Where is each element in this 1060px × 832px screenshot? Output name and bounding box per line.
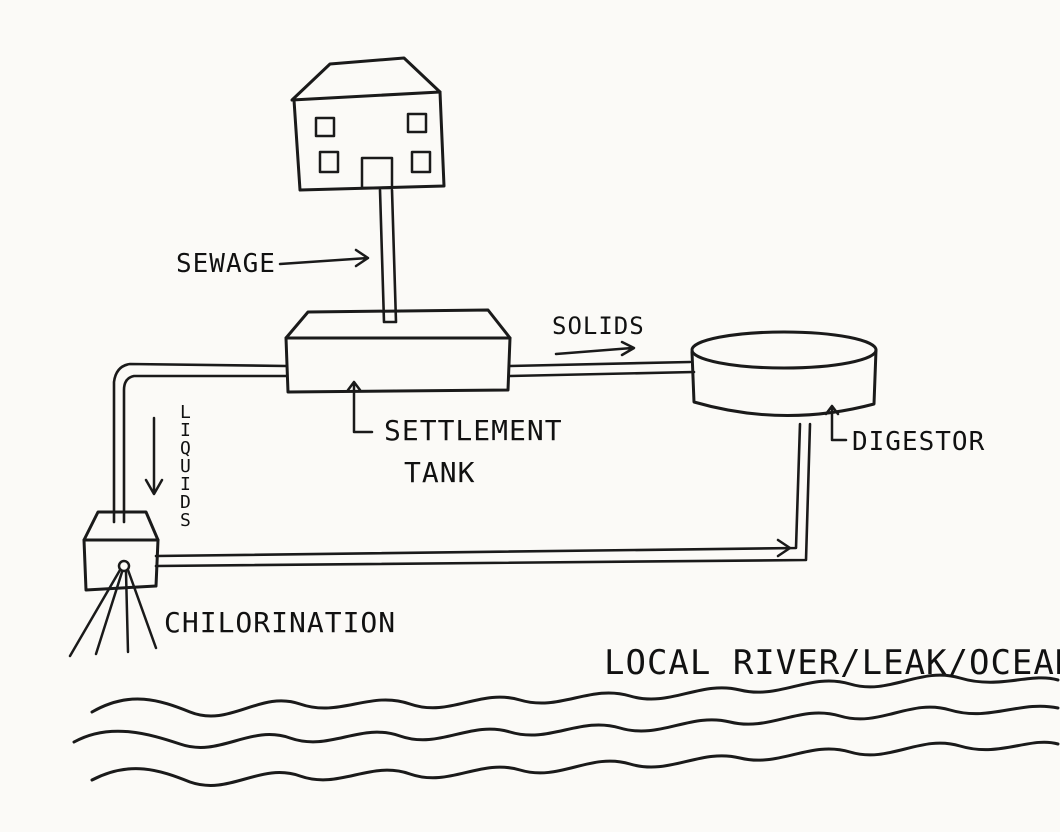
house-door [360,156,394,190]
chlorination-top [82,510,160,542]
liquids-letter: S [180,510,192,531]
tank-body [284,336,512,394]
wave-line [90,673,1060,718]
liquids-letter: L [180,402,192,423]
house [290,56,446,192]
house-roof [290,56,442,102]
liquids-letter: U [180,456,192,477]
house-walls [292,90,446,192]
chlorination-unit [68,510,160,658]
settlement-tank [284,308,512,394]
liquids-pipe [112,362,288,524]
settlement-tank-label: SETTLEMENT [384,414,563,447]
house-window [314,116,336,138]
house-window [406,112,428,134]
water-body-label: LOCAL RIVER/LEAK/OCEAN [604,643,1060,683]
tank-top [284,308,512,340]
wave-line [72,704,1060,749]
house-window [410,150,432,174]
chlorination-body [82,538,160,592]
solids-pipe [508,360,696,378]
digestor-top [690,330,878,370]
liquids-arrow [144,416,164,496]
digestor-body [690,348,878,417]
water-waves [72,673,1060,787]
chlorination-label: CHILORINATION [164,606,396,639]
solids-label: SOLIDS [552,312,645,340]
sewage-pipe [378,188,398,324]
liquids-letter: Q [180,438,192,459]
digestor-pointer [824,404,848,442]
return-pipe [154,422,812,568]
spray-nozzle [117,559,131,573]
sewage-arrow [278,248,370,268]
solids-arrow [554,340,636,357]
spray-lines [68,568,158,658]
liquids-letter: I [180,474,192,495]
liquids-letter: D [180,492,192,513]
house-window [318,150,340,174]
sewage-label: SEWAGE [176,249,276,279]
settlement-pointer [346,380,374,434]
digestor-label: DIGESTOR [852,427,985,457]
settlement-tank-label-2: TANK [404,456,475,489]
wave-line [90,740,1060,787]
return-arrow [776,538,792,558]
liquids-letter: I [180,420,192,441]
digestor [690,330,878,417]
